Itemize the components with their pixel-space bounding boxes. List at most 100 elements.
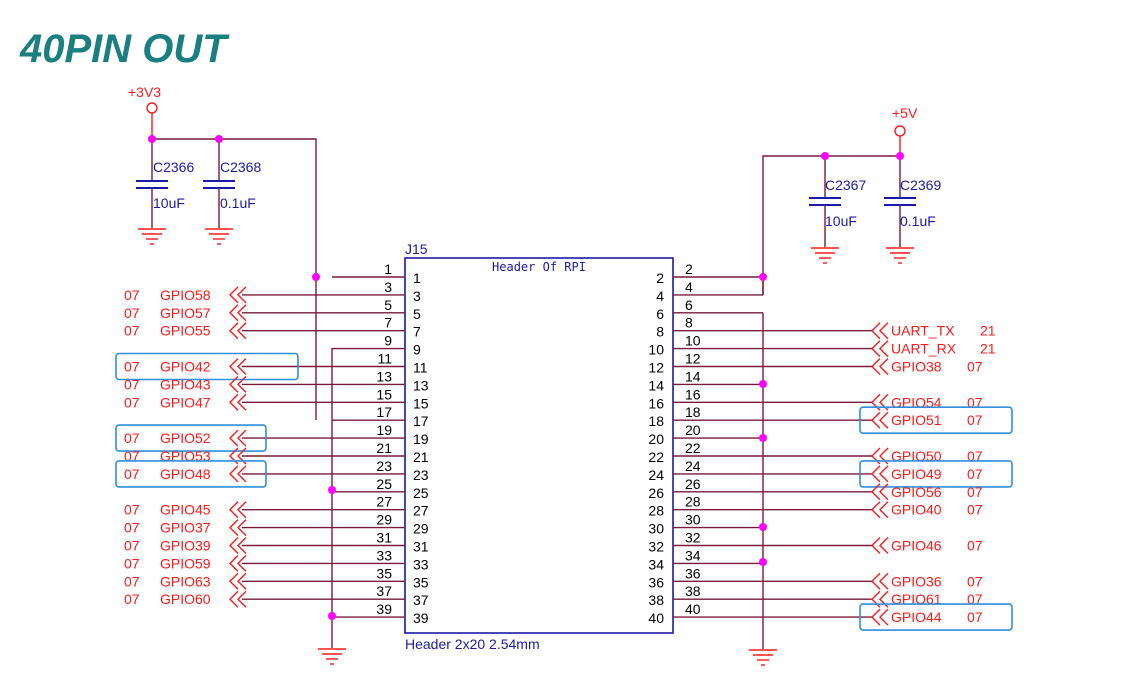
net-sheet-ref: 07 bbox=[124, 359, 140, 375]
connector-pins: 1122334455667788991010111112121313141415… bbox=[332, 261, 764, 626]
pin-number-outer: 16 bbox=[685, 386, 701, 402]
pin-number-inner: 37 bbox=[413, 592, 429, 608]
pin-number-outer: 33 bbox=[376, 547, 392, 563]
net-sheet-ref: 07 bbox=[124, 448, 140, 464]
net-name: GPIO43 bbox=[160, 376, 211, 392]
pin-number-outer: 4 bbox=[685, 279, 693, 295]
net-name: GPIO60 bbox=[160, 591, 211, 607]
net-label-gpio48: 07 GPIO48 bbox=[115, 460, 332, 488]
pin-number-outer: 19 bbox=[376, 422, 392, 438]
pin-number-inner: 25 bbox=[413, 485, 429, 501]
net-name: GPIO52 bbox=[160, 430, 211, 446]
junction bbox=[148, 135, 156, 143]
pin-number-inner: 28 bbox=[648, 503, 664, 519]
net-name: GPIO59 bbox=[160, 555, 211, 571]
pin-number-outer: 2 bbox=[685, 261, 693, 277]
pin-number-inner: 24 bbox=[648, 467, 664, 483]
pin-number-inner: 33 bbox=[413, 556, 429, 572]
net-sheet-ref: 07 bbox=[967, 466, 983, 482]
power-3v3: +3V3 bbox=[128, 84, 317, 277]
net-sheet-ref: 07 bbox=[967, 484, 983, 500]
connector-ref: J15 bbox=[405, 241, 428, 257]
capacitor-c2367: C2367 10uF bbox=[809, 177, 866, 264]
cap-ref: C2368 bbox=[220, 159, 261, 175]
cap-value: 10uF bbox=[825, 213, 857, 229]
pin-number-outer: 25 bbox=[376, 476, 392, 492]
pin-number-inner: 29 bbox=[413, 521, 429, 537]
cap-value: 0.1uF bbox=[900, 213, 936, 229]
net-name: GPIO36 bbox=[891, 573, 942, 589]
junction bbox=[896, 152, 904, 160]
pin-number-outer: 7 bbox=[384, 315, 392, 331]
pin-number-inner: 16 bbox=[648, 395, 664, 411]
pin-number-inner: 20 bbox=[648, 431, 664, 447]
pin-number-inner: 7 bbox=[413, 324, 421, 340]
pin-number-outer: 12 bbox=[685, 351, 701, 367]
net-label-gpio60: 07 GPIO60 bbox=[124, 590, 332, 608]
pin-number-inner: 4 bbox=[656, 288, 664, 304]
pin-number-inner: 14 bbox=[648, 377, 664, 393]
pin-number-outer: 26 bbox=[685, 476, 701, 492]
junction bbox=[821, 152, 829, 160]
pin-number-outer: 10 bbox=[685, 333, 701, 349]
pin-number-inner: 35 bbox=[413, 574, 429, 590]
pin-number-inner: 10 bbox=[648, 342, 664, 358]
pin-number-inner: 13 bbox=[413, 377, 429, 393]
net-name: GPIO50 bbox=[891, 448, 942, 464]
net-name: GPIO42 bbox=[160, 359, 211, 375]
net-name: GPIO37 bbox=[160, 520, 211, 536]
pin-number-outer: 18 bbox=[685, 404, 701, 420]
ground-icon bbox=[886, 247, 914, 264]
net-sheet-ref: 07 bbox=[124, 466, 140, 482]
pin-number-outer: 30 bbox=[685, 512, 701, 528]
net-name: GPIO47 bbox=[160, 394, 211, 410]
ground-icon bbox=[205, 228, 233, 245]
net-name: GPIO57 bbox=[160, 305, 211, 321]
net-name: GPIO46 bbox=[891, 538, 942, 554]
left-ground-bus bbox=[318, 348, 346, 665]
cap-ref: C2366 bbox=[153, 159, 194, 175]
pin-number-inner: 23 bbox=[413, 467, 429, 483]
net-label-gpio36: GPIO36 07 bbox=[763, 572, 983, 590]
pin-number-outer: 22 bbox=[685, 440, 701, 456]
cap-ref: C2367 bbox=[825, 177, 866, 193]
net-label-gpio42: 07 GPIO42 bbox=[115, 352, 332, 381]
pin-number-outer: 36 bbox=[685, 565, 701, 581]
pin-number-outer: 35 bbox=[376, 565, 392, 581]
net-name: GPIO48 bbox=[160, 466, 211, 482]
ground-icon bbox=[749, 649, 777, 666]
net-name: GPIO45 bbox=[160, 502, 211, 518]
pin-number-outer: 27 bbox=[376, 494, 392, 510]
pin-number-outer: 5 bbox=[384, 297, 392, 313]
net-sheet-ref: 07 bbox=[124, 520, 140, 536]
net-sheet-ref: 07 bbox=[124, 287, 140, 303]
net-name: GPIO51 bbox=[891, 412, 942, 428]
left-3v3-bus bbox=[312, 273, 320, 420]
connector-footprint: Header 2x20 2.54mm bbox=[405, 636, 540, 652]
pin-number-outer: 32 bbox=[685, 530, 701, 546]
net-name: GPIO55 bbox=[160, 323, 211, 339]
net-sheet-ref: 07 bbox=[967, 448, 983, 464]
net-sheet-ref: 07 bbox=[124, 591, 140, 607]
rail-5v-label: +5V bbox=[892, 105, 918, 121]
net-label-gpio55: 07 GPIO55 bbox=[124, 322, 332, 340]
pin-number-inner: 18 bbox=[648, 413, 664, 429]
pin-number-outer: 15 bbox=[376, 386, 392, 402]
net-sheet-ref: 07 bbox=[967, 573, 983, 589]
pin-number-inner: 32 bbox=[648, 539, 664, 555]
pin-number-inner: 36 bbox=[648, 574, 664, 590]
net-sheet-ref: 07 bbox=[124, 323, 140, 339]
net-name: GPIO40 bbox=[891, 502, 942, 518]
pin-number-outer: 21 bbox=[376, 440, 392, 456]
